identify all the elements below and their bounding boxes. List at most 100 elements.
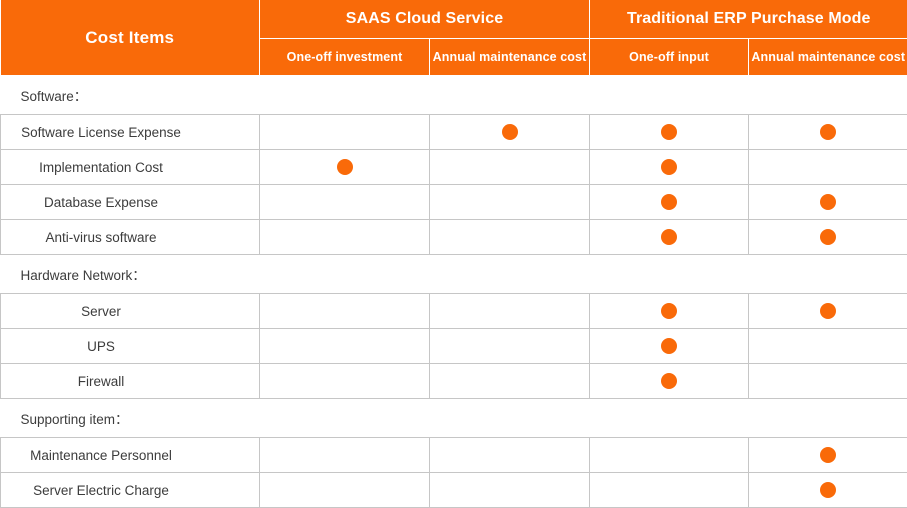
cell-marker [749, 294, 907, 329]
header-sub-saas-one-off-investment: One-off investment [260, 39, 430, 76]
empty-cell [337, 194, 353, 210]
table-row: Maintenance Personnel [1, 438, 907, 473]
empty-cell [337, 124, 353, 140]
cell-marker [260, 150, 430, 185]
cell-marker [260, 220, 430, 255]
cell-marker [260, 294, 430, 329]
section-header-row: Hardware Network： [1, 255, 907, 294]
empty-cell [502, 373, 518, 389]
cell-marker [590, 294, 749, 329]
cell-marker [430, 185, 590, 220]
table-row: Server [1, 294, 907, 329]
filled-dot-icon [820, 447, 836, 463]
table-row: Database Expense [1, 185, 907, 220]
cell-marker [430, 115, 590, 150]
header-sub-saas-annual-maintenance-cost: Annual maintenance cost [430, 39, 590, 76]
cell-marker [260, 115, 430, 150]
row-label: Server Electric Charge [1, 473, 260, 508]
cell-marker [590, 115, 749, 150]
section-header-row: Supporting item： [1, 399, 907, 438]
filled-dot-icon [337, 159, 353, 175]
empty-cell [337, 447, 353, 463]
header-group-saas: SAAS Cloud Service [260, 0, 590, 39]
section-title: Software： [1, 76, 907, 115]
row-label: Software License Expense [1, 115, 260, 150]
table-row: Software License Expense [1, 115, 907, 150]
empty-cell [502, 482, 518, 498]
empty-cell [502, 338, 518, 354]
empty-cell [337, 229, 353, 245]
row-label: UPS [1, 329, 260, 364]
section-title: Supporting item： [1, 399, 907, 438]
cell-marker [430, 329, 590, 364]
header-cost-items: Cost Items [1, 0, 260, 76]
cell-marker [590, 185, 749, 220]
empty-cell [661, 447, 677, 463]
table-header: Cost Items SAAS Cloud Service Traditiona… [1, 0, 907, 76]
cell-marker [430, 438, 590, 473]
row-label: Firewall [1, 364, 260, 399]
cell-marker [260, 473, 430, 508]
cell-marker [749, 115, 907, 150]
cell-marker [749, 185, 907, 220]
empty-cell [820, 373, 836, 389]
row-label: Server [1, 294, 260, 329]
table-row: Implementation Cost [1, 150, 907, 185]
filled-dot-icon [820, 194, 836, 210]
empty-cell [502, 159, 518, 175]
header-sub-erp-one-off-input: One-off input [590, 39, 749, 76]
cell-marker [260, 185, 430, 220]
table-row: Firewall [1, 364, 907, 399]
header-sub-erp-annual-maintenance-cost: Annual maintenance cost [749, 39, 907, 76]
empty-cell [661, 482, 677, 498]
cell-marker [590, 220, 749, 255]
cell-marker [430, 294, 590, 329]
cell-marker [590, 364, 749, 399]
row-label: Maintenance Personnel [1, 438, 260, 473]
filled-dot-icon [661, 159, 677, 175]
filled-dot-icon [661, 229, 677, 245]
table-row: Server Electric Charge [1, 473, 907, 508]
filled-dot-icon [661, 124, 677, 140]
filled-dot-icon [820, 303, 836, 319]
empty-cell [820, 338, 836, 354]
table-row: UPS [1, 329, 907, 364]
empty-cell [502, 194, 518, 210]
cell-marker [749, 473, 907, 508]
cell-marker [749, 438, 907, 473]
filled-dot-icon [820, 124, 836, 140]
empty-cell [502, 447, 518, 463]
filled-dot-icon [820, 482, 836, 498]
cell-marker [749, 220, 907, 255]
cell-marker [260, 438, 430, 473]
cell-marker [590, 150, 749, 185]
row-label: Implementation Cost [1, 150, 260, 185]
cell-marker [590, 329, 749, 364]
section-title: Hardware Network： [1, 255, 907, 294]
cell-marker [749, 329, 907, 364]
cell-marker [430, 473, 590, 508]
row-label: Database Expense [1, 185, 260, 220]
cell-marker [430, 150, 590, 185]
header-group-row: Cost Items SAAS Cloud Service Traditiona… [1, 0, 907, 39]
empty-cell [502, 229, 518, 245]
header-group-traditional-erp: Traditional ERP Purchase Mode [590, 0, 907, 39]
cell-marker [430, 364, 590, 399]
empty-cell [337, 482, 353, 498]
cell-marker [749, 364, 907, 399]
empty-cell [820, 159, 836, 175]
empty-cell [337, 303, 353, 319]
empty-cell [337, 373, 353, 389]
filled-dot-icon [502, 124, 518, 140]
cell-marker [749, 150, 907, 185]
filled-dot-icon [661, 194, 677, 210]
row-label: Anti-virus software [1, 220, 260, 255]
cell-marker [260, 329, 430, 364]
cell-marker [430, 220, 590, 255]
filled-dot-icon [820, 229, 836, 245]
section-header-row: Software： [1, 76, 907, 115]
filled-dot-icon [661, 303, 677, 319]
filled-dot-icon [661, 338, 677, 354]
